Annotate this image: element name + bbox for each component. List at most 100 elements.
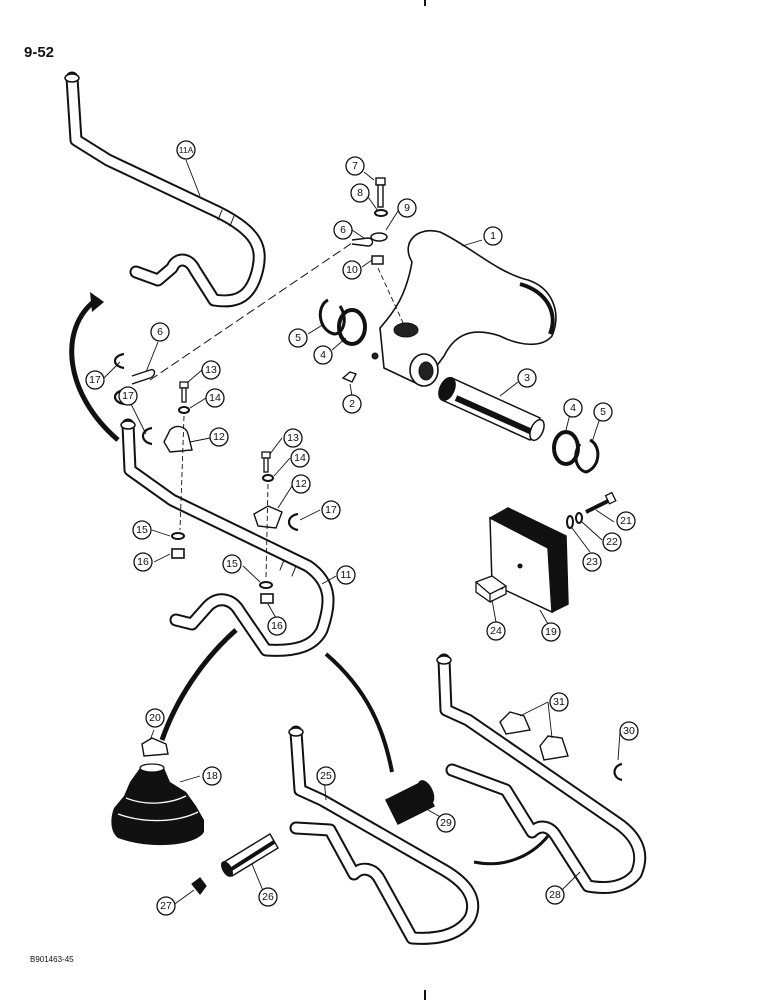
callout-label: 6 xyxy=(157,326,163,338)
control-rod-25 xyxy=(288,725,480,945)
callout-5-left: 5 xyxy=(288,328,308,348)
callout-label: 15 xyxy=(226,558,238,570)
clip-30 xyxy=(613,762,623,782)
washer-15-right xyxy=(259,581,273,589)
callout-label: 13 xyxy=(205,364,217,376)
washer-9 xyxy=(370,232,388,242)
bolt-13-left xyxy=(179,381,189,403)
callout-24: 24 xyxy=(486,621,506,641)
assembly-line-right xyxy=(265,483,269,579)
callout-15-right: 15 xyxy=(222,554,242,574)
callout-25: 25 xyxy=(316,766,336,786)
callout-31: 31 xyxy=(549,692,569,712)
cotter-pin-6-upper xyxy=(351,237,374,247)
grip-26 xyxy=(221,833,279,877)
assembly-line-left xyxy=(179,415,185,531)
callout-label: 27 xyxy=(160,900,172,912)
top-registration-mark xyxy=(424,0,426,6)
callout-label: 29 xyxy=(440,817,452,829)
callout-11: 11 xyxy=(336,565,356,585)
callout-label: 5 xyxy=(600,406,606,418)
callout-label: 26 xyxy=(262,891,274,903)
callout-28: 28 xyxy=(545,885,565,905)
callout-label: 23 xyxy=(586,556,598,568)
callout-label: 12 xyxy=(213,431,225,443)
arrowhead-upper xyxy=(90,292,104,312)
callout-5-right: 5 xyxy=(593,402,613,422)
callout-label: 30 xyxy=(623,725,635,737)
callout-15-left: 15 xyxy=(132,520,152,540)
callout-14-right: 14 xyxy=(290,448,310,468)
callout-17-b: 17 xyxy=(118,386,138,406)
bolt-7 xyxy=(375,177,386,208)
snap-ring-5-left xyxy=(318,298,346,336)
callout-3: 3 xyxy=(517,368,537,388)
callout-14-left: 14 xyxy=(205,388,225,408)
callout-label: 4 xyxy=(320,349,326,361)
clamp-12-left xyxy=(163,425,193,453)
callout-label: 2 xyxy=(349,398,355,410)
callout-17-c: 17 xyxy=(321,500,341,520)
callout-label: 12 xyxy=(295,478,307,490)
callout-label: 21 xyxy=(620,515,632,527)
rubber-boot-18 xyxy=(111,763,204,846)
clamp-12-right xyxy=(253,505,283,529)
callout-7: 7 xyxy=(345,156,365,176)
callout-label: 17 xyxy=(325,504,337,516)
callout-label: 8 xyxy=(357,187,363,199)
callout-label: 6 xyxy=(340,224,346,236)
callout-leaders xyxy=(103,159,621,907)
callout-13-right: 13 xyxy=(283,428,303,448)
callout-label: 19 xyxy=(545,626,557,638)
callout-label: 22 xyxy=(606,536,618,548)
figure-code: B901463-45 xyxy=(30,955,74,964)
callout-label: 17 xyxy=(122,390,134,402)
direction-arrow-rod28 xyxy=(473,835,550,866)
control-rod-11 xyxy=(120,418,335,657)
control-rod-11a xyxy=(64,71,266,308)
pivot-pin-3 xyxy=(438,376,545,442)
callout-23: 23 xyxy=(582,552,602,572)
callout-18: 18 xyxy=(202,766,222,786)
lock-washer-14-right xyxy=(262,474,274,482)
snap-ring-5-right xyxy=(574,438,600,474)
grease-fitting-2 xyxy=(341,371,357,383)
callout-label: 11A xyxy=(179,145,194,155)
callout-label: 9 xyxy=(404,202,410,214)
lock-washer-22 xyxy=(575,512,583,524)
callout-12-right: 12 xyxy=(291,474,311,494)
callout-label: 24 xyxy=(490,625,502,637)
direction-arrow-grip xyxy=(324,652,394,773)
clip-17-d xyxy=(287,512,299,532)
bolt-13-right xyxy=(261,451,271,473)
nut-16-right xyxy=(260,593,274,604)
washer-15-left xyxy=(171,532,185,540)
nut-16-left xyxy=(171,548,185,559)
callout-29: 29 xyxy=(436,813,456,833)
callout-label: 16 xyxy=(271,620,283,632)
callout-label: 4 xyxy=(570,402,576,414)
lock-washer-14-left xyxy=(178,406,190,414)
callout-label: 1 xyxy=(490,230,496,242)
callout-16-left: 16 xyxy=(133,552,153,572)
clip-17-c xyxy=(141,426,153,446)
assembly-line-cotter xyxy=(149,242,353,381)
callout-21: 21 xyxy=(616,511,636,531)
callout-label: 10 xyxy=(346,264,358,276)
callout-11a: 11A xyxy=(176,140,196,160)
callout-label: 16 xyxy=(137,556,149,568)
callout-label: 14 xyxy=(209,392,221,404)
direction-arrow-upper xyxy=(69,297,120,442)
callout-label: 15 xyxy=(136,524,148,536)
callout-label: 25 xyxy=(320,770,332,782)
callout-27: 27 xyxy=(156,896,176,916)
nut-10 xyxy=(371,255,384,265)
callout-8: 8 xyxy=(350,183,370,203)
callout-label: 20 xyxy=(149,712,161,724)
callout-label: 5 xyxy=(295,332,301,344)
callout-26: 26 xyxy=(258,887,278,907)
callout-label: 31 xyxy=(553,696,565,708)
clip-17-a xyxy=(113,352,125,370)
callout-label: 3 xyxy=(524,372,530,384)
